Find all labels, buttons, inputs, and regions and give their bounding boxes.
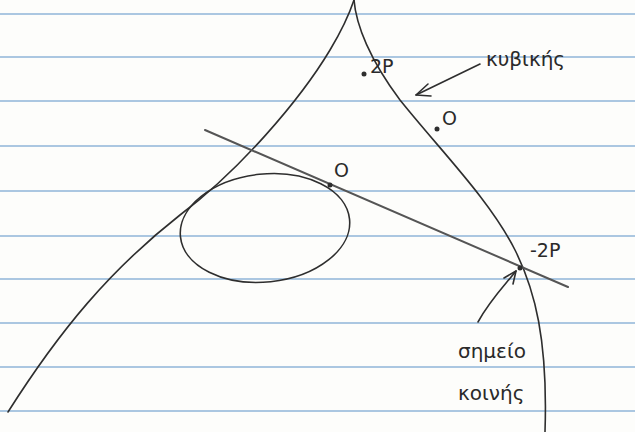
point-marker xyxy=(435,127,440,132)
leader-line xyxy=(478,271,516,322)
point-label: O xyxy=(442,108,457,129)
point-marker xyxy=(362,72,367,77)
point-label: O xyxy=(334,160,349,181)
point-marker xyxy=(518,266,523,271)
ruled-lines xyxy=(0,14,635,411)
conic-ellipse xyxy=(175,165,355,290)
arrowhead xyxy=(416,84,431,96)
tangent-line xyxy=(205,130,568,287)
curve-label: κυβικής xyxy=(486,48,565,70)
point-label: -2P xyxy=(530,240,560,261)
leader-line xyxy=(416,64,480,95)
point-marker xyxy=(328,183,333,188)
arrowhead xyxy=(504,271,516,284)
cubic-left-branch xyxy=(8,0,354,412)
point-label: 2P xyxy=(370,56,394,77)
note-label: σημείο κοινής xyxy=(458,330,568,414)
